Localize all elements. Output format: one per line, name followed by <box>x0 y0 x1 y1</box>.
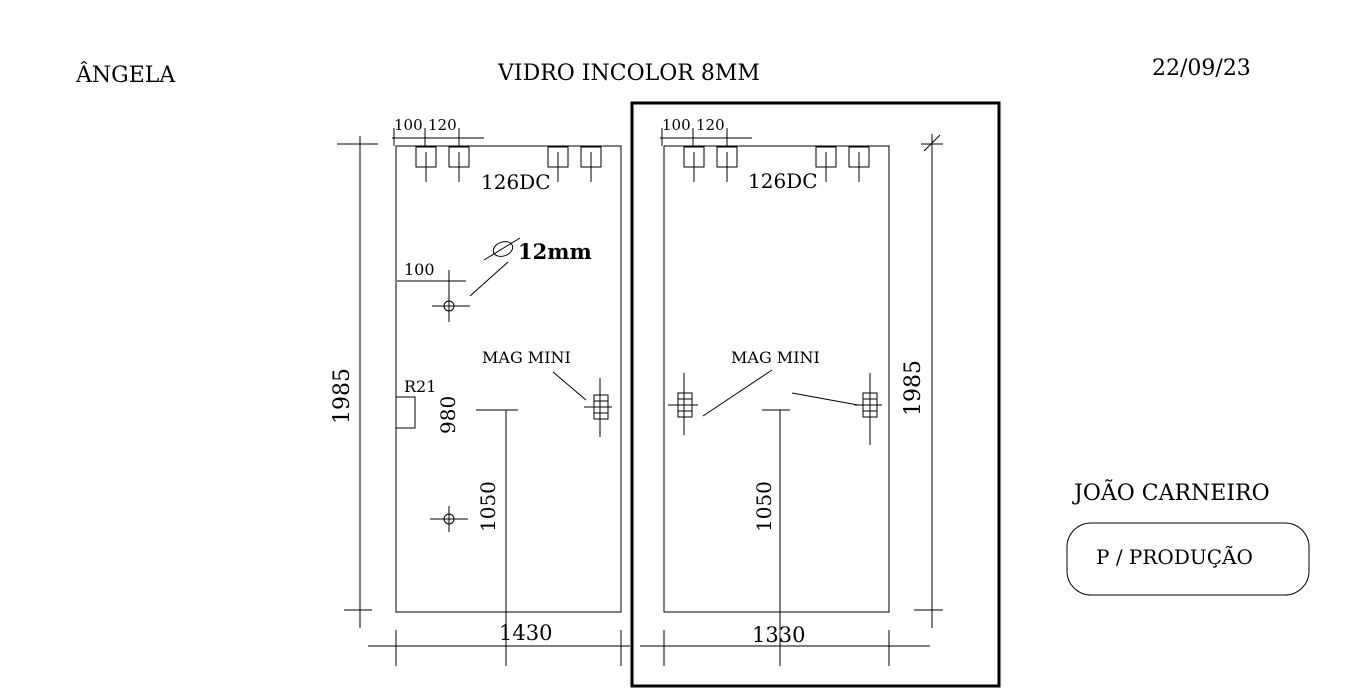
left-hinge-marker <box>580 146 602 182</box>
right-mag-marker-right <box>854 373 882 445</box>
right-hinge-marker <box>683 146 705 182</box>
right-hinge-spacing-2: 120 <box>696 116 725 134</box>
left-width-label: 1430 <box>499 621 552 645</box>
left-panel: 100 120 126DC 12mm 100 <box>330 116 630 666</box>
left-mag-label: MAG MINI <box>482 348 571 367</box>
production-stamp-box <box>1066 522 1310 596</box>
drawing-date: 22/09/23 <box>1152 56 1251 81</box>
right-hinge-marker <box>716 146 738 182</box>
right-handle-height-label: 1050 <box>752 481 776 532</box>
hole-size-label: 12mm <box>518 239 592 264</box>
left-hinge-spacing-1: 100 <box>394 116 423 134</box>
left-hinge-marker <box>547 146 569 182</box>
left-mag-marker <box>584 378 612 437</box>
notch-height-label: 980 <box>436 396 460 434</box>
production-stamp-label: P / PRODUÇÃO <box>1096 545 1253 569</box>
lower-hole-marker <box>430 506 468 532</box>
right-hinge-marker <box>848 146 870 182</box>
left-handle-height-label: 1050 <box>476 481 500 532</box>
left-hinge-marker <box>415 146 437 182</box>
author-name: JOÃO CARNEIRO <box>1072 478 1270 506</box>
right-mag-marker-left <box>668 373 698 435</box>
right-hinge-label: 126DC <box>748 169 818 193</box>
right-mag-label: MAG MINI <box>731 348 820 367</box>
notch-label: R21 <box>404 377 436 396</box>
left-hinge-marker <box>448 146 470 182</box>
left-panel-outline <box>395 145 622 613</box>
hole-offset-label: 100 <box>404 260 435 279</box>
hole-diameter-symbol <box>492 241 514 257</box>
right-width-label: 1330 <box>752 623 805 647</box>
left-hinge-spacing-2: 120 <box>428 116 457 134</box>
upper-hole-marker <box>432 270 470 322</box>
left-hinge-label: 126DC <box>481 170 551 194</box>
right-hinge-spacing-1: 100 <box>662 116 691 134</box>
right-hinge-marker <box>815 146 837 182</box>
right-panel: 100 120 126DC MAG MINI <box>630 101 1001 688</box>
client-name: ÂNGELA <box>75 61 176 88</box>
left-height-label: 1985 <box>330 368 355 424</box>
right-panel-outline <box>663 145 890 613</box>
right-height-label: 1985 <box>901 360 926 416</box>
right-panel-highlight-frame <box>630 101 1001 688</box>
r21-notch <box>395 396 416 429</box>
glass-title: VIDRO INCOLOR 8MM <box>497 61 760 86</box>
